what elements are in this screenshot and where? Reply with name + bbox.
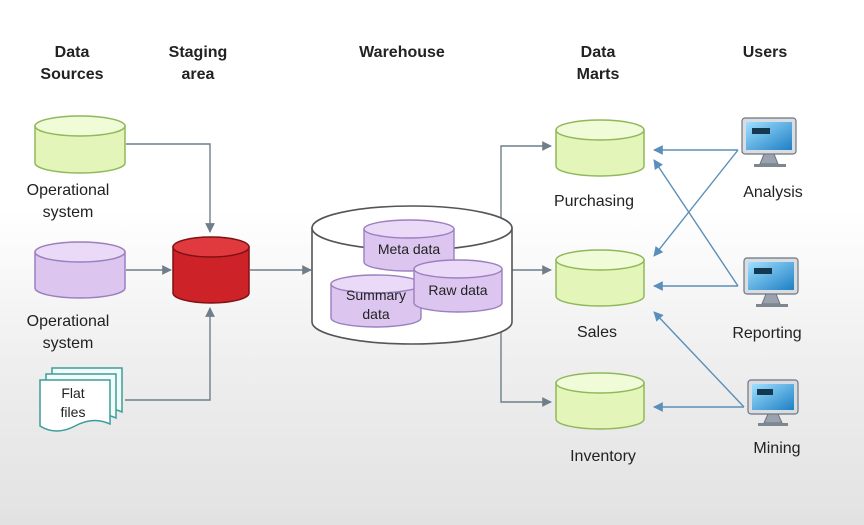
- operational-system-2-label-line1: Operational: [27, 313, 110, 330]
- header-data-marts-line2: Marts: [577, 66, 620, 83]
- flat-files-icon: [39, 367, 123, 432]
- summary-data-cylinder: [330, 274, 422, 328]
- inventory-label: Inventory: [570, 448, 636, 465]
- staging-area-cylinder: [172, 236, 250, 304]
- mining-label: Mining: [753, 440, 800, 457]
- arrow-warehouse-to-purchasing: [500, 141, 552, 232]
- sales-label: Sales: [577, 324, 617, 341]
- purchasing-label: Purchasing: [554, 193, 634, 210]
- operational-system-1-label-line2: system: [43, 204, 94, 221]
- flat-files-label-line2: files: [61, 404, 86, 420]
- analysis-monitor-icon: [741, 117, 797, 167]
- arrow-flatfiles-to-staging: [125, 307, 215, 401]
- header-staging-line2: area: [182, 66, 215, 83]
- meta-data-cylinder: [363, 219, 455, 272]
- operational-system-1-label-line1: Operational: [27, 182, 110, 199]
- header-warehouse: Warehouse: [359, 44, 445, 61]
- header-data-sources-line1: Data: [55, 44, 90, 61]
- header-staging-line1: Staging: [169, 44, 228, 61]
- reporting-monitor-icon: [743, 257, 799, 307]
- summary-data-label-line2: data: [362, 306, 389, 322]
- arrow-reporting-to-purchasing: [653, 159, 739, 287]
- operational-system-2-cylinder: [34, 241, 126, 299]
- inventory-mart-cylinder: [555, 372, 645, 430]
- arrow-warehouse-to-inventory: [500, 305, 552, 407]
- header-data-marts-line1: Data: [581, 44, 616, 61]
- arrow-mining-to-sales: [653, 311, 745, 408]
- header-users: Users: [743, 44, 788, 61]
- mining-monitor-icon: [747, 379, 799, 426]
- flat-files-label-line1: Flat: [61, 385, 84, 401]
- raw-data-cylinder: [413, 259, 503, 313]
- header-data-sources-line2: Sources: [40, 66, 103, 83]
- analysis-label: Analysis: [743, 184, 803, 201]
- operational-system-2-label-line2: system: [43, 335, 94, 352]
- arrow-analysis-to-sales: [653, 149, 739, 257]
- raw-data-label: Raw data: [428, 282, 487, 298]
- sales-mart-cylinder: [555, 249, 645, 307]
- operational-system-1-cylinder: [34, 115, 126, 174]
- summary-data-label-line1: Summary: [346, 287, 406, 303]
- reporting-label: Reporting: [732, 325, 801, 342]
- purchasing-mart-cylinder: [555, 119, 645, 177]
- meta-data-label: Meta data: [378, 241, 440, 257]
- arrow-operational1-to-staging: [126, 143, 215, 233]
